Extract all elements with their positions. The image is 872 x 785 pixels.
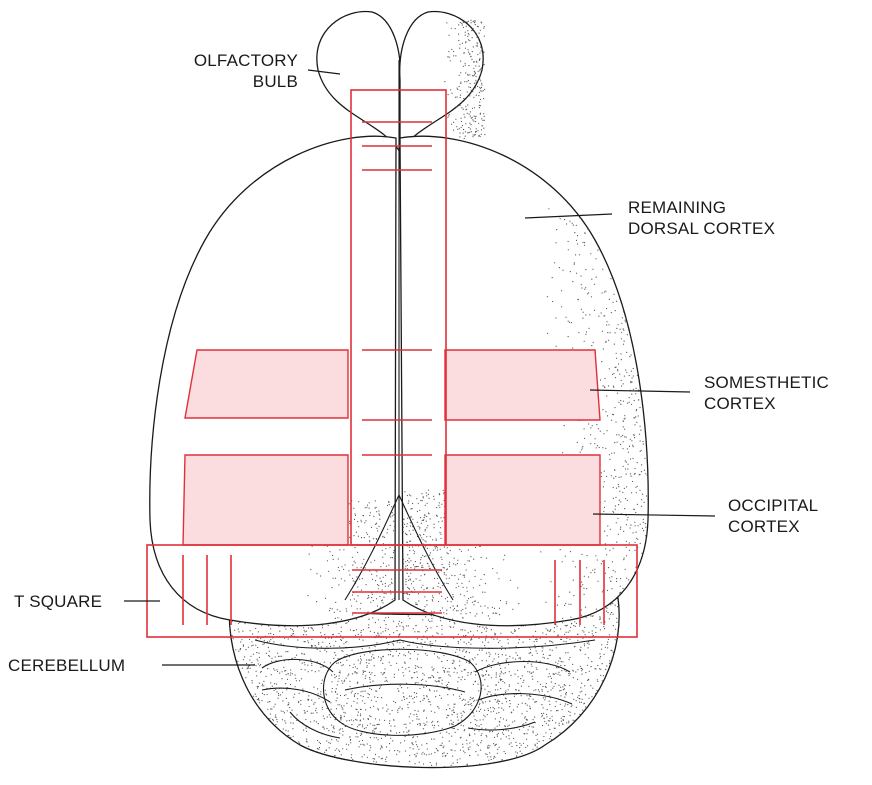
olfactory-bulb-label-line1: OLFACTORY	[150, 50, 298, 71]
occipital-cortex-label-line1: OCCIPITAL	[728, 495, 818, 516]
olfactory-bulb-label-line2: BULB	[150, 71, 298, 92]
occipital-cortex-label-line2: CORTEX	[728, 516, 818, 537]
somesthetic-cortex-label: SOMESTHETIC CORTEX	[704, 372, 829, 414]
occipital-cortex-label: OCCIPITAL CORTEX	[728, 495, 818, 537]
olfactory-bulbs	[317, 12, 486, 152]
remaining-dorsal-cortex-label: REMAINING DORSAL CORTEX	[628, 197, 775, 239]
remaining-dorsal-cortex-label-line1: REMAINING	[628, 197, 775, 218]
somesthetic-cortex-label-line1: SOMESTHETIC	[704, 372, 829, 393]
cerebellum-label: CEREBELLUM	[8, 655, 125, 676]
remaining-dorsal-cortex-label-line2: DORSAL CORTEX	[628, 218, 775, 239]
olfactory-bulb-label: OLFACTORY BULB	[150, 50, 298, 92]
somesthetic-cortex-label-line2: CORTEX	[704, 393, 829, 414]
t-square-label: T SQUARE	[14, 591, 102, 612]
